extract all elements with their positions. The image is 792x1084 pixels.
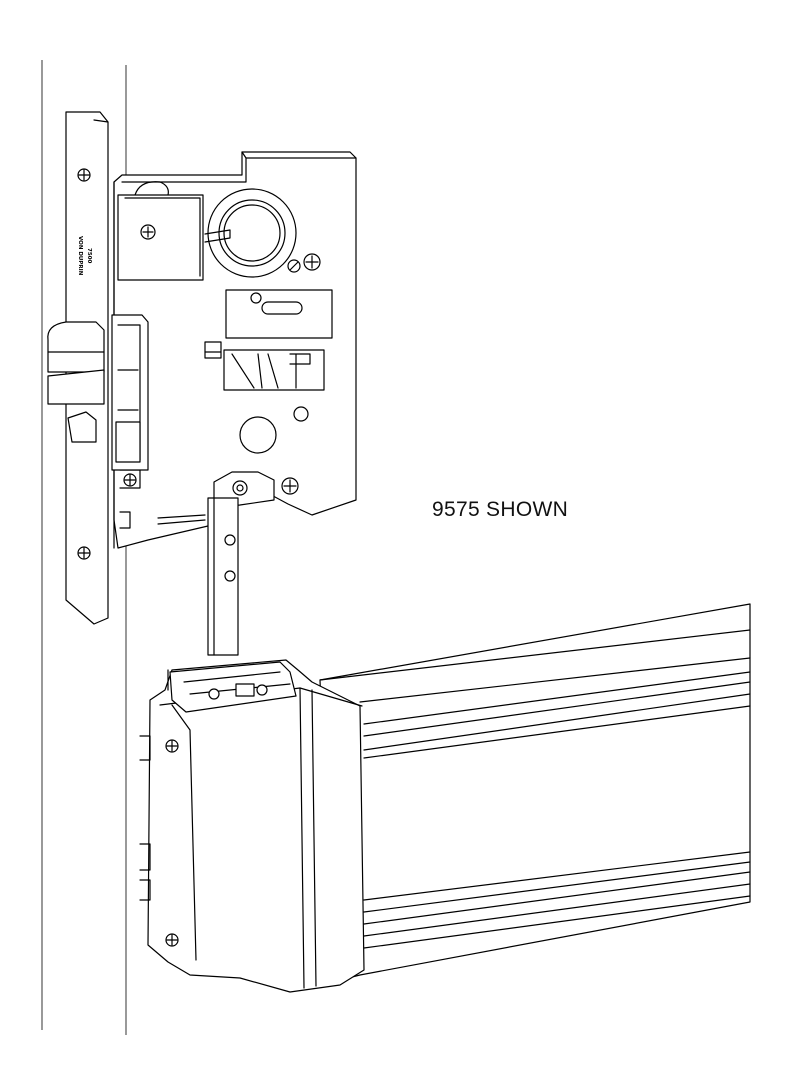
screw-icon: [281, 477, 299, 495]
model-caption: 9575 SHOWN: [432, 498, 569, 521]
latch-bolt: [47, 321, 105, 443]
cylinder-hub: [204, 188, 297, 278]
faceplate-stamp-line1: VON DUPRIN: [77, 236, 83, 276]
faceplate-stamp-model: 7500: [86, 248, 92, 263]
exit-device: [139, 603, 751, 993]
faceplate-stamp-line2: 7500: [86, 248, 92, 263]
connecting-rod: [207, 497, 239, 656]
screw-icon: [140, 224, 156, 240]
screw-icon: [77, 546, 91, 560]
screw-icon: [123, 473, 137, 487]
screw-icon: [287, 253, 321, 273]
screw-icon: [165, 933, 179, 947]
screw-icon: [165, 739, 179, 753]
mortise-lock-body: [113, 151, 357, 549]
screw-icon: [77, 168, 91, 182]
latch-assembly: [111, 314, 149, 471]
faceplate-stamp-text: VON DUPRIN: [77, 236, 83, 276]
